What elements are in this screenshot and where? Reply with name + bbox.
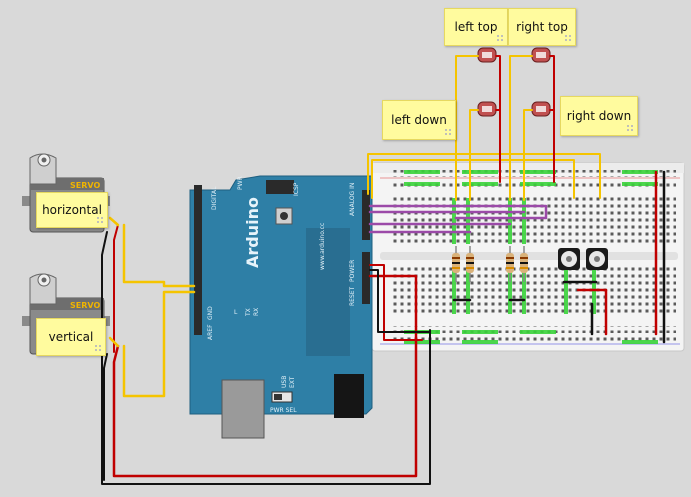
potentiometer-1	[558, 248, 580, 270]
ext-label: EXT	[289, 376, 296, 388]
note-right-down: right down	[560, 96, 638, 136]
potentiometers	[558, 248, 608, 270]
note-left-top-text: left top	[454, 20, 498, 34]
pwr-sel-label: PWR SEL	[270, 407, 297, 414]
ldr-right-top	[531, 47, 551, 63]
note-right-top-text: right top	[516, 20, 568, 34]
note-vertical: vertical	[36, 318, 106, 356]
servo-label: SERVO	[70, 181, 100, 190]
pwr-label: PWR	[237, 176, 244, 190]
rx-label: RX	[253, 308, 260, 316]
resistor-3	[506, 246, 514, 282]
gnd-label: GND	[207, 306, 214, 320]
ldr-left-down	[477, 101, 497, 117]
arduino-board: Arduino www.arduino.cc DIGITAL ANALOG IN…	[189, 175, 373, 439]
note-horizontal: horizontal	[36, 192, 108, 228]
resistors	[452, 246, 528, 282]
note-right-down-text: right down	[566, 109, 632, 123]
note-left-down-text: left down	[391, 113, 447, 127]
icsp-label: ICSP	[293, 182, 300, 196]
ldr-left-top	[477, 47, 497, 63]
note-vertical-text: vertical	[48, 330, 94, 344]
resistor-2	[466, 246, 474, 282]
note-horizontal-text: horizontal	[42, 203, 102, 217]
note-left-top: left top	[444, 8, 508, 46]
analog-label: ANALOG IN	[349, 183, 356, 216]
tx-label: TX	[245, 308, 252, 317]
note-left-down: left down	[382, 100, 456, 140]
aref-label: AREF	[207, 324, 214, 340]
power-label: POWER	[349, 260, 356, 282]
digital-label: DIGITAL	[211, 186, 218, 210]
potentiometer-2	[586, 248, 608, 270]
servo-label: SERVO	[70, 301, 100, 310]
photoresistors	[477, 47, 551, 117]
ldr-right-down	[531, 101, 551, 117]
usb-label: USB	[281, 376, 288, 388]
resistor-1	[452, 246, 460, 282]
note-right-top: right top	[508, 8, 576, 46]
resistor-4	[520, 246, 528, 282]
arduino-url: www.arduino.cc	[319, 223, 326, 270]
reset-label: RESET	[349, 286, 356, 306]
wires	[101, 55, 666, 485]
arduino-brand: Arduino	[243, 197, 262, 268]
breadboard	[371, 162, 685, 352]
l-label: L	[234, 309, 238, 316]
